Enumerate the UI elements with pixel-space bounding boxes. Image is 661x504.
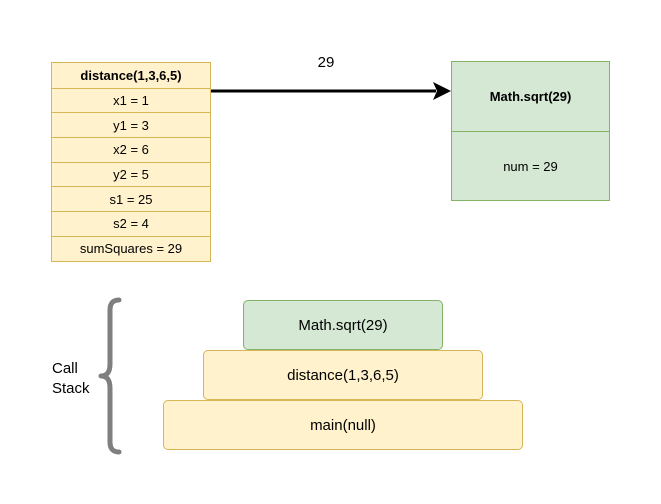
call-stack-label-line2: Stack: [52, 380, 90, 397]
variable-s2: s2 = 4: [52, 211, 210, 236]
call-stack-label-line1: Call: [52, 360, 78, 377]
call-arrow-head: [433, 82, 451, 100]
variable-num: num = 29: [503, 158, 558, 174]
call-stack-label: Call Stack: [52, 359, 90, 399]
variable-y1: y1 = 3: [52, 112, 210, 137]
variable-s1: s1 = 25: [52, 186, 210, 211]
stack-frame-distance: distance(1,3,6,5): [203, 350, 483, 400]
variable-x2: x2 = 6: [52, 137, 210, 162]
distance-frame-table: distance(1,3,6,5) x1 = 1 y1 = 3 x2 = 6 y…: [51, 62, 211, 262]
arrow-argument-label: 29: [317, 54, 335, 71]
sqrt-frame-box: Math.sqrt(29) num = 29: [451, 61, 610, 201]
variable-y2: y2 = 5: [52, 161, 210, 187]
stack-frame-main: main(null): [163, 400, 523, 450]
stack-frame-sqrt: Math.sqrt(29): [243, 300, 443, 350]
distance-frame-header: distance(1,3,6,5): [80, 67, 182, 83]
variable-sumsquares: sumSquares = 29: [52, 235, 210, 261]
variable-x1: x1 = 1: [52, 87, 210, 113]
sqrt-frame-header: Math.sqrt(29): [452, 62, 609, 132]
